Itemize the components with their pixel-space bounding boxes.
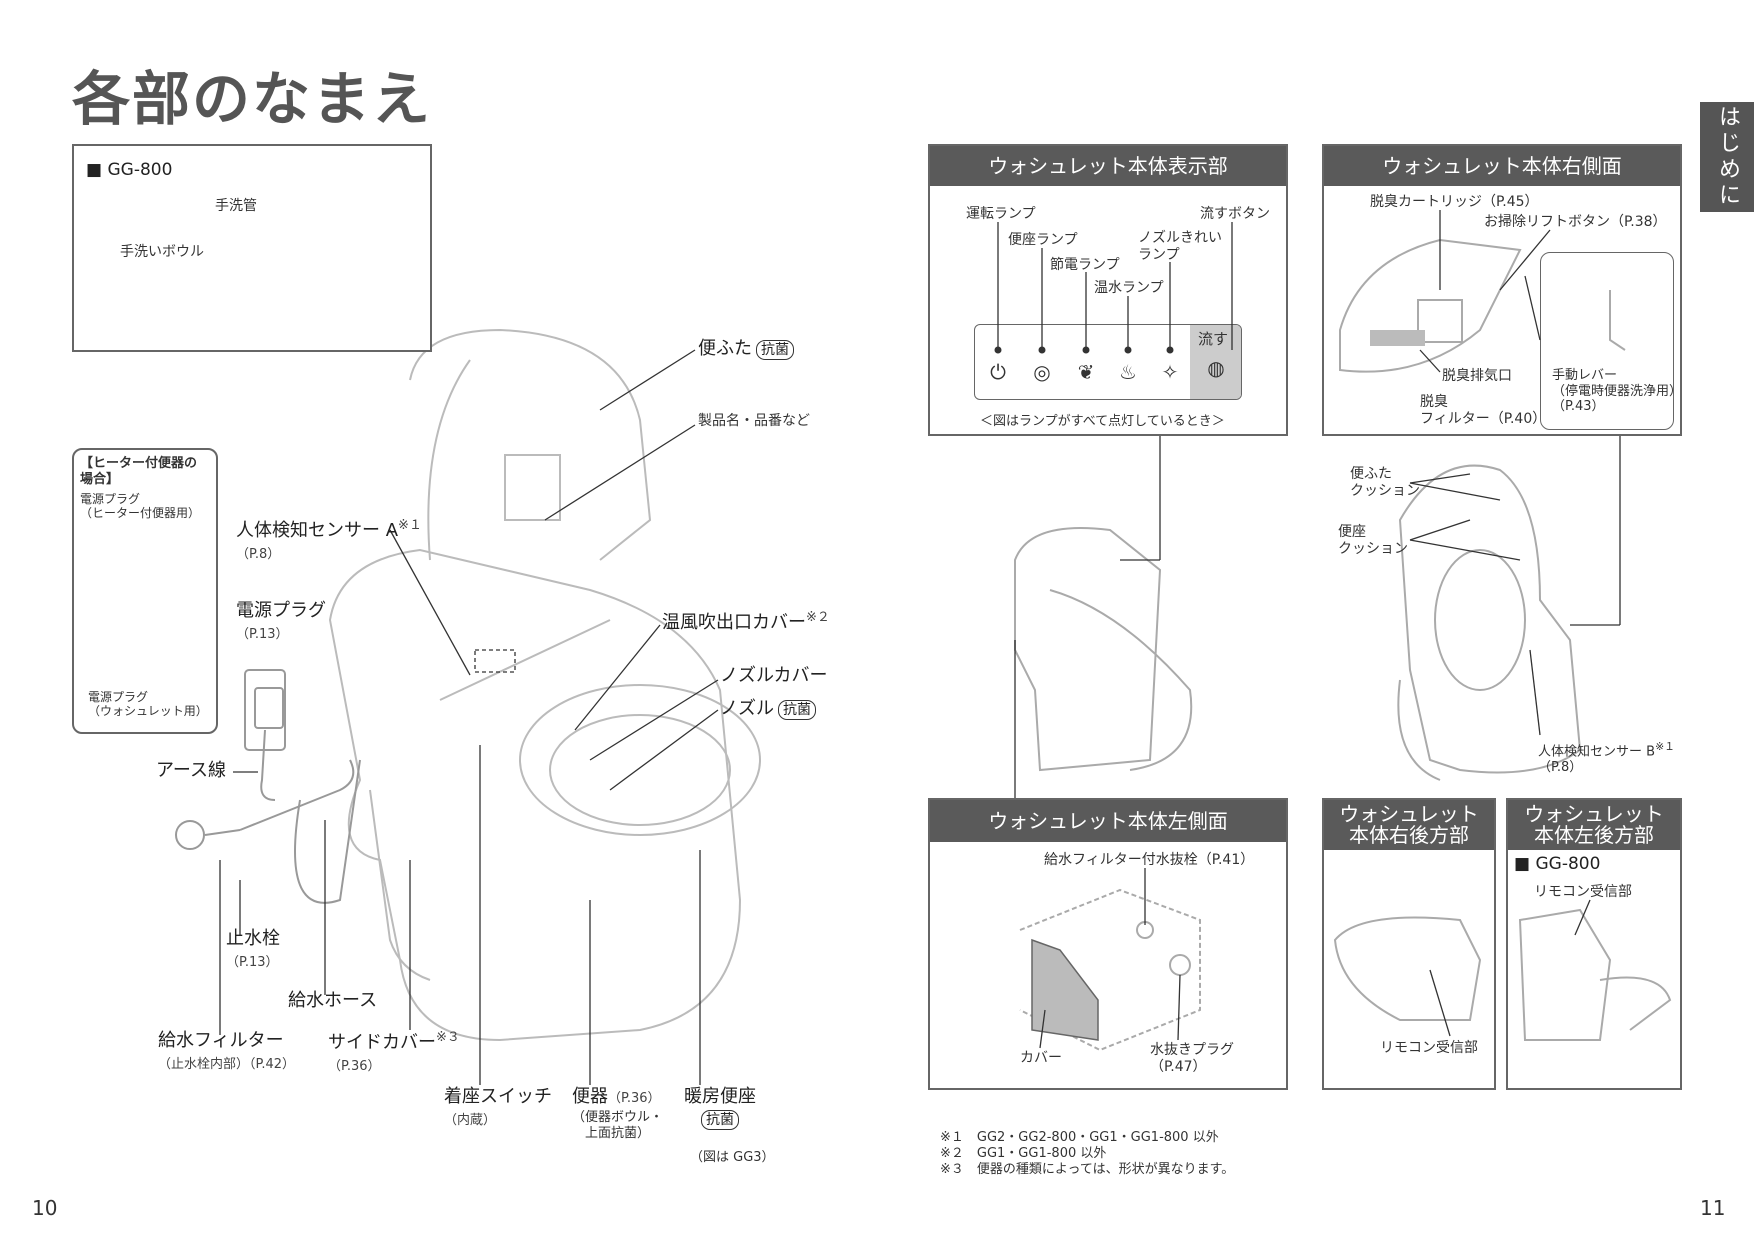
rear-right-panel-header: ウォシュレット 本体右後方部 xyxy=(1324,800,1494,850)
section-tab[interactable]: はじめに xyxy=(1700,102,1754,212)
nozzle-sparkle-icon: ✧ xyxy=(1161,360,1179,384)
washlet-plug-label: 電源プラグ （ウォシュレット用） xyxy=(88,690,208,719)
leaf-icon: ❦ xyxy=(1077,360,1095,384)
bowl-label: 便器（P.36） xyxy=(572,1086,661,1107)
water-drop-icon: ♨ xyxy=(1119,360,1137,384)
manual-lever-label: 手動レバー （停電時便器洗浄用） （P.43） xyxy=(1552,368,1683,415)
footnote-2: ※２ GG1・GG1-800 以外 xyxy=(940,1146,1107,1161)
left-side-panel: ウォシュレット本体左側面 xyxy=(928,798,1288,1090)
display-caption: ＜図はランプがすべて点灯しているとき＞ xyxy=(980,414,1225,429)
right-side-panel: ウォシュレット本体右側面 xyxy=(1322,144,1682,436)
swirl-icon: ◍ xyxy=(1207,356,1225,380)
eco-lamp-label: 節電ランプ xyxy=(1050,257,1120,273)
lid-label: 便ふた抗菌 xyxy=(698,338,794,360)
rear-left-receiver-label: リモコン受信部 xyxy=(1534,884,1632,900)
lift-button-label: お掃除リフトボタン（P.38） xyxy=(1484,214,1667,230)
heater-inset xyxy=(72,448,218,734)
sensor-b-label: 人体検知センサー B※１（P.8） xyxy=(1538,740,1675,775)
hand-pipe-label: 手洗管 xyxy=(215,198,257,214)
display-panel-header: ウォシュレット本体表示部 xyxy=(930,146,1286,186)
nozzle-label: ノズル抗菌 xyxy=(720,698,816,720)
manual-lever-inset xyxy=(1540,252,1674,430)
page-number-left: 10 xyxy=(32,1196,58,1220)
rear-left-panel: ウォシュレット 本体左後方部 xyxy=(1506,798,1682,1090)
flush-button-text: 流す xyxy=(1198,330,1229,348)
rear-right-panel: ウォシュレット 本体右後方部 xyxy=(1322,798,1496,1090)
left-side-panel-header: ウォシュレット本体左側面 xyxy=(930,800,1286,842)
run-lamp-label: 運転ランプ xyxy=(966,206,1036,222)
rear-left-model-label: ■ GG-800 xyxy=(1514,854,1601,874)
seat-lamp-label: 便座ランプ xyxy=(1008,232,1078,248)
gg800-inset xyxy=(72,144,432,352)
nozzle-cover-label: ノズルカバー xyxy=(720,665,828,686)
cartridge-label: 脱臭カートリッジ（P.45） xyxy=(1370,194,1539,210)
supply-filter-label: 給水フィルター（止水栓内部）（P.42） xyxy=(158,1030,295,1072)
right-side-panel-header: ウォシュレット本体右側面 xyxy=(1324,146,1680,186)
power-plug-label: 電源プラグ（P.13） xyxy=(236,600,326,642)
footnote-3: ※３ 便器の種類によっては、形状が異なります。 xyxy=(940,1162,1235,1177)
lid-cushion-label: 便ふた クッション xyxy=(1350,466,1420,499)
side-cover-label: サイドカバー※３（P.36） xyxy=(328,1030,460,1074)
figure-note: （図は GG3） xyxy=(690,1150,775,1165)
page-title: 各部のなまえ xyxy=(72,65,433,133)
exhaust-label: 脱臭排気口 xyxy=(1442,368,1512,384)
footnote-1: ※１ GG2・GG2-800・GG1・GG1-800 以外 xyxy=(940,1130,1219,1145)
flush-button-label: 流すボタン xyxy=(1200,206,1270,222)
power-icon: ⏻ xyxy=(990,360,1006,384)
antibacterial-badge: 抗菌 xyxy=(756,340,794,360)
water-lamp-label: 温水ランプ xyxy=(1094,280,1164,296)
seat-switch-label: 着座スイッチ（内蔵） xyxy=(444,1086,552,1128)
heater-plug-label: 電源プラグ （ヒーター付便器用） xyxy=(80,492,201,521)
heater-title: 【ヒーター付便器の 場合】 xyxy=(80,456,198,487)
product-name-label: 製品名・品番など xyxy=(698,413,810,429)
rear-right-receiver-label: リモコン受信部 xyxy=(1380,1040,1478,1056)
bowl-sub-label: （便器ボウル・ 上面抗菌） xyxy=(572,1110,664,1141)
seat-icon: ◎ xyxy=(1033,360,1051,384)
warm-air-cover-label: 温風吹出口カバー※２ xyxy=(662,610,830,633)
drain-plug-label: 水抜きプラグ （P.47） xyxy=(1150,1042,1234,1075)
nozzle-lamp-label: ノズルきれい ランプ xyxy=(1138,230,1222,263)
stop-valve-label: 止水栓（P.13） xyxy=(226,928,280,970)
cover-label: カバー xyxy=(1020,1050,1062,1066)
page-number-right: 11 xyxy=(1700,1196,1726,1220)
supply-hose-label: 給水ホース xyxy=(288,990,378,1011)
deodorizer-filter-label: 脱臭 フィルター（P.40） xyxy=(1420,394,1547,427)
earth-wire-label: アース線 xyxy=(156,760,227,781)
heated-seat-label: 暖房便座抗菌 xyxy=(684,1086,756,1130)
filter-plug-label: 給水フィルター付水抜栓（P.41） xyxy=(1044,852,1255,868)
rear-left-panel-header: ウォシュレット 本体左後方部 xyxy=(1508,800,1680,850)
hand-bowl-label: 手洗いボウル xyxy=(120,244,204,260)
sensor-a-label: 人体検知センサー A※１（P.8） xyxy=(236,518,422,562)
seat-cushion-label: 便座 クッション xyxy=(1338,524,1408,557)
gg800-model-label: ■ GG-800 xyxy=(86,160,173,180)
